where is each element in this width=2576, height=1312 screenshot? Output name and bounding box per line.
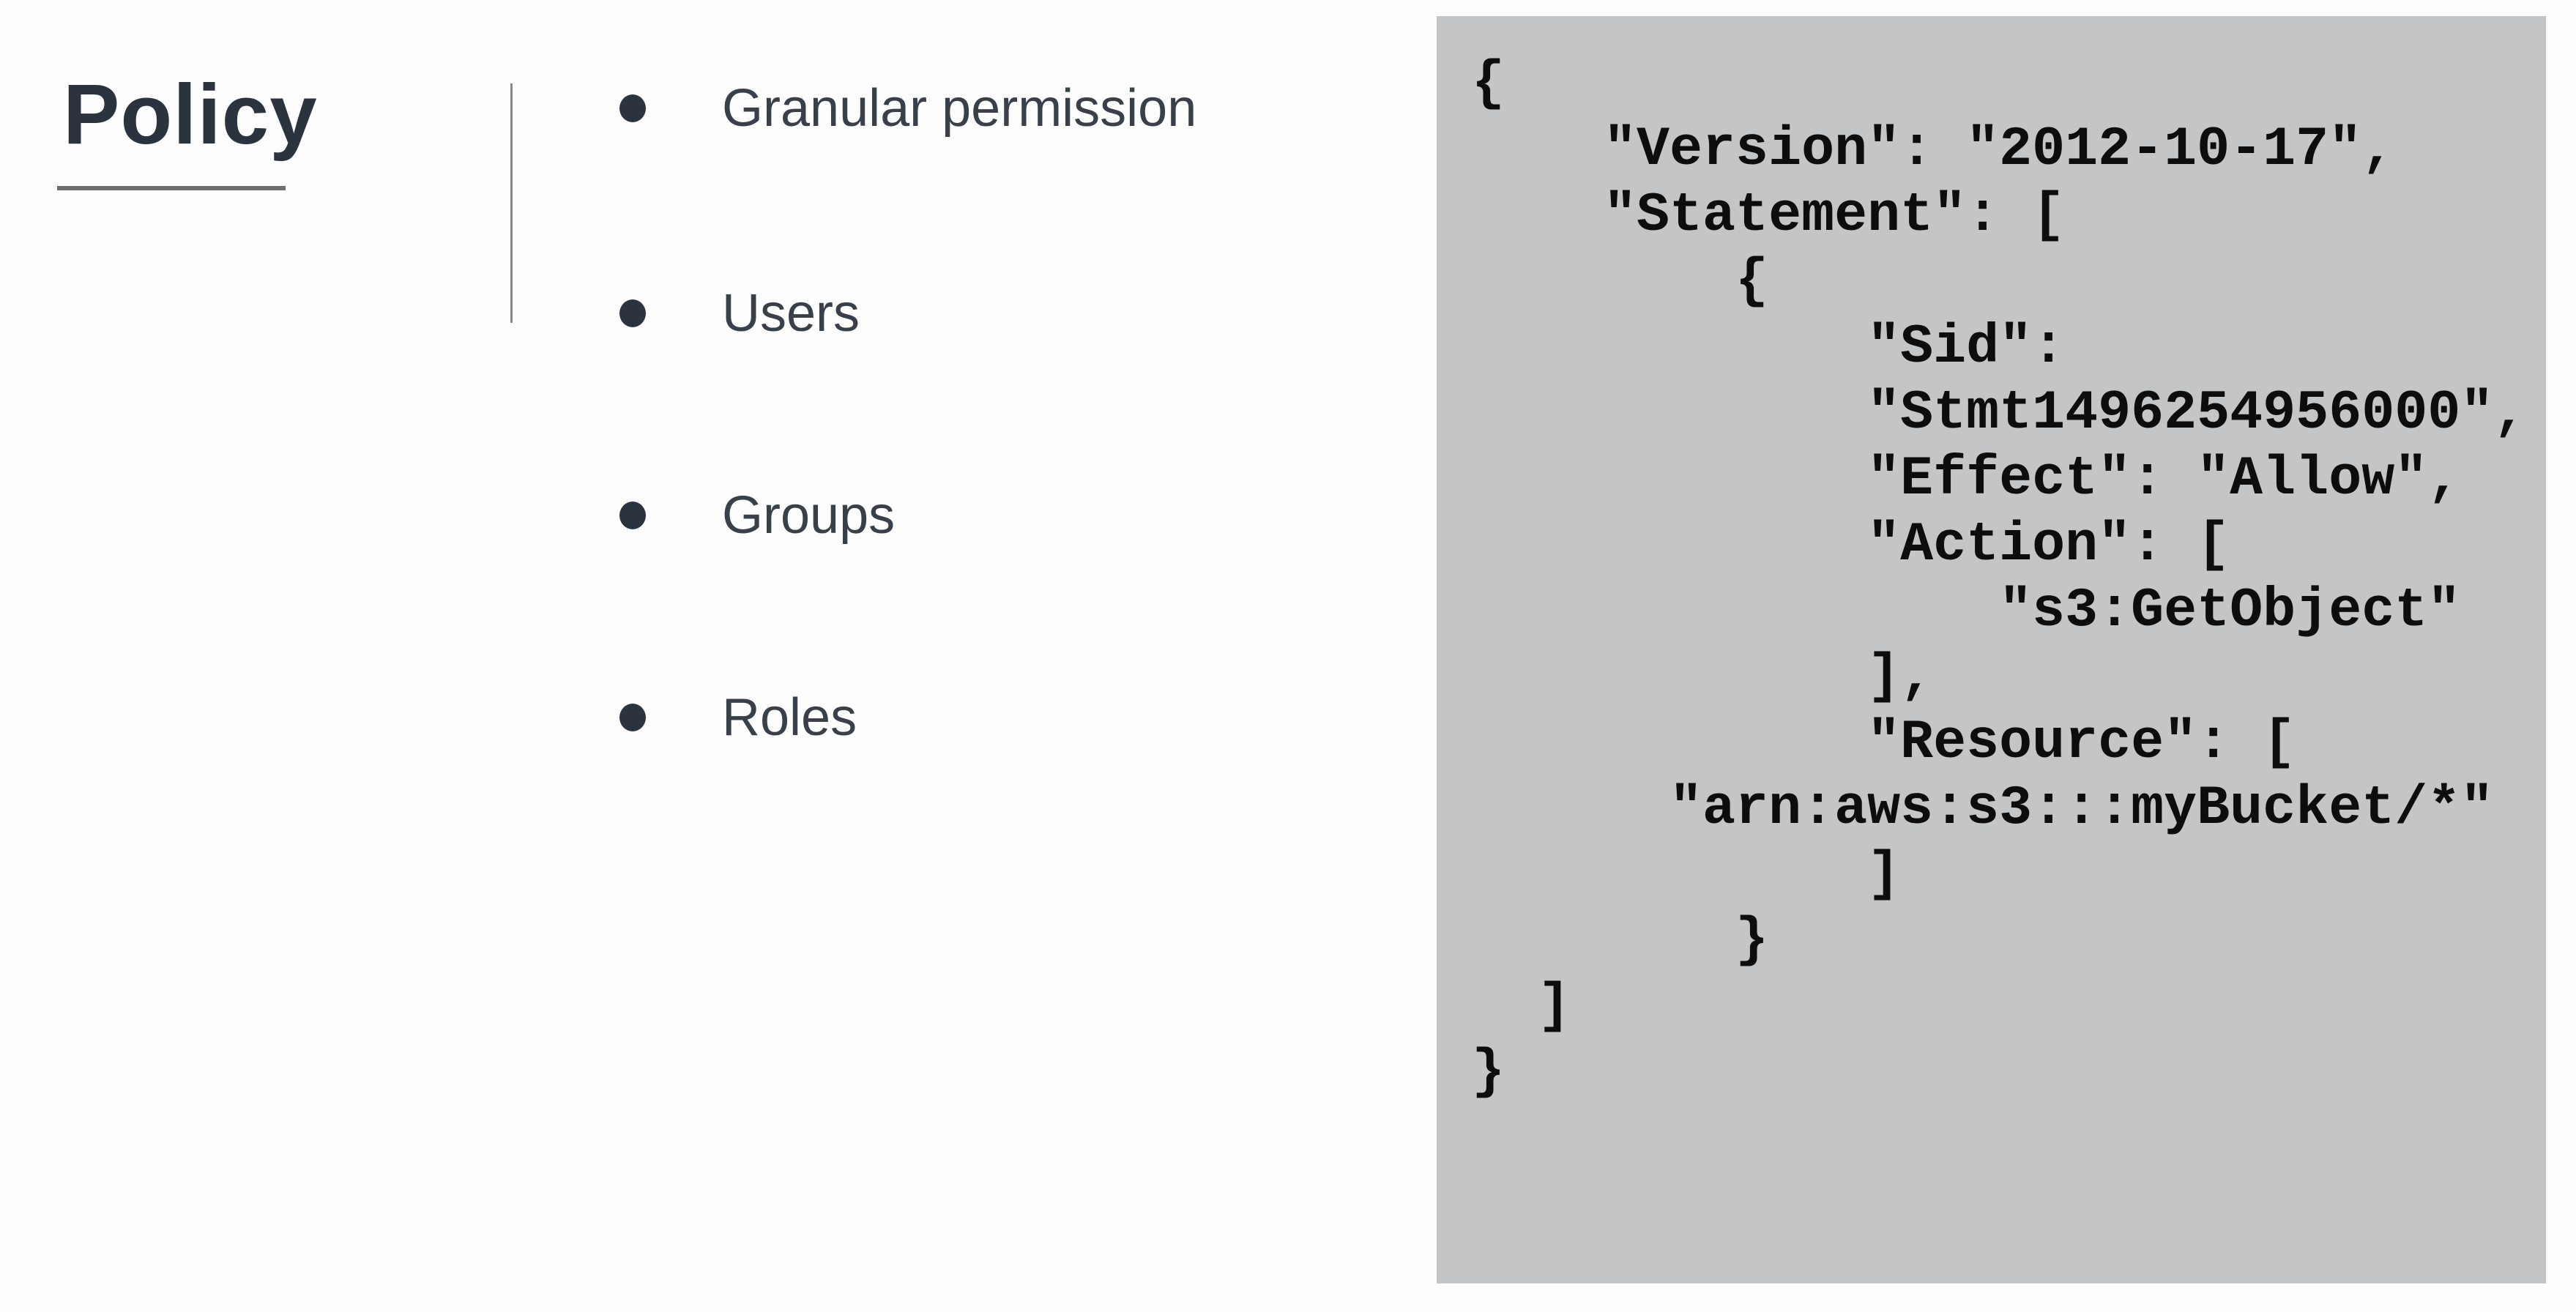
bullet-icon xyxy=(619,502,646,529)
title-underline xyxy=(57,186,286,190)
bullet-label: Groups xyxy=(722,486,896,545)
bullet-icon xyxy=(619,299,646,327)
list-item: Roles xyxy=(619,691,857,744)
bullet-label: Roles xyxy=(722,688,857,747)
list-item: Granular permission xyxy=(619,82,1196,135)
bullet-icon xyxy=(619,704,646,731)
bullet-label: Granular permission xyxy=(722,79,1197,138)
list-item: Groups xyxy=(619,489,895,542)
bullet-icon xyxy=(619,94,646,122)
list-item: Users xyxy=(619,287,860,340)
policy-json-code: { "Version": "2012-10-17", "Statement": … xyxy=(1472,53,2527,1103)
page-title: Policy xyxy=(63,67,318,162)
bullet-list: Granular permission Users Groups Roles xyxy=(619,0,1388,805)
vertical-divider xyxy=(510,83,513,323)
policy-code-block: { "Version": "2012-10-17", "Statement": … xyxy=(1437,16,2546,1283)
bullet-label: Users xyxy=(722,284,860,343)
